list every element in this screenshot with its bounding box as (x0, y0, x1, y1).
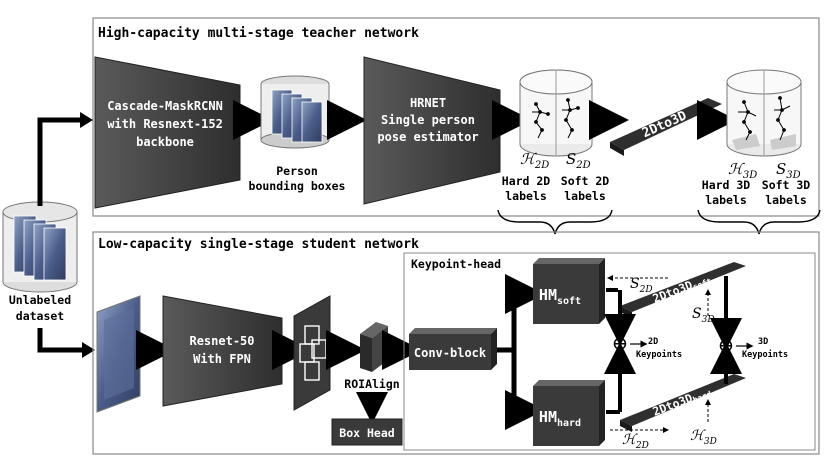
arrow-dataset-to-teacher-head (80, 112, 93, 128)
feature-pyramid-block (293, 295, 331, 411)
conv-block: Conv-block (409, 328, 497, 370)
student-title: Low-capacity single-stage student networ… (98, 237, 419, 252)
s2d-symbol: S2D (566, 150, 591, 171)
skeleton-soft-3d-icon (774, 96, 791, 141)
kp2d-label-1: 2D (648, 337, 658, 347)
kp2d-label-2: Keypoints (636, 349, 682, 360)
hard-3d-label-1: Hard 3D (702, 178, 751, 192)
skeleton-hard-3d-icon (738, 100, 757, 141)
student-h3d-symbol: ℋ3D (690, 428, 717, 447)
lifter-label: 2Dto3D (640, 108, 689, 141)
hm-hard-block: HMhard (533, 380, 605, 446)
dataset-label-2: dataset (16, 309, 65, 323)
keypoint-head-title: Keypoint-head (411, 257, 501, 271)
s3d-symbol: S3D (776, 160, 801, 181)
labels-2d-cylinder (519, 69, 593, 157)
teacher-title: High-capacity multi-stage teacher networ… (98, 26, 419, 41)
hrnet-block: HRNET Single person pose estimator (363, 56, 501, 205)
labels-3d-cylinder (726, 69, 802, 157)
hrnet-line-3: pose estimator (377, 130, 478, 144)
student-h2d-symbol: ℋ2D (622, 432, 649, 451)
teacher-panel (92, 17, 820, 217)
lifter-slab: 2Dto3D (610, 98, 722, 156)
box-head-block (331, 418, 403, 446)
plus-3d-icon: ⊕ (718, 333, 735, 357)
keypoint-head-panel (403, 252, 816, 451)
skeleton-hard-2d-icon (532, 102, 550, 139)
brace-3d-labels (697, 209, 821, 235)
roialign-block (360, 322, 388, 372)
person-boxes-stack (260, 75, 330, 149)
hard-3d-label-2: labels (705, 193, 747, 207)
soft-2d-label-1: Soft 2D (561, 174, 610, 188)
student-s2d-symbol: S2D (630, 276, 653, 295)
h2d-symbol: ℋ2D (520, 150, 549, 171)
soft-3d-label-2: labels (765, 193, 807, 207)
person-boxes-label-1: Person (276, 164, 318, 178)
hm-soft-label: HMsoft (539, 286, 581, 307)
skeleton-soft-2d-icon (562, 98, 580, 139)
hm-soft-block: HMsoft (533, 258, 605, 324)
brace-2d-labels (497, 209, 613, 235)
student-s3d-symbol: S3D (692, 306, 715, 325)
backbone-line-1: Resnet-50 (189, 334, 254, 348)
hrnet-line-1: HRNET (410, 96, 446, 110)
conv-block-label: Conv-block (414, 346, 487, 360)
plus-2d-icon: ⊕ (612, 331, 629, 355)
input-frame (96, 295, 141, 413)
h3d-symbol: ℋ3D (728, 160, 757, 181)
backbone-line-2: With FPN (193, 352, 251, 366)
roialign-label: ROIAlign (344, 377, 399, 391)
detector-line-3: backbone (136, 135, 194, 149)
arrow-dataset-to-student-line (37, 328, 84, 353)
soft-3d-label-1: Soft 3D (762, 178, 811, 192)
hard-2d-label-1: Hard 2D (502, 174, 551, 188)
person-boxes-label-2: bounding boxes (249, 179, 346, 193)
dataset-label-1: Unlabeled (9, 293, 71, 307)
arrow-dataset-to-teacher-line (37, 117, 82, 206)
arrow-dataset-to-student-head (82, 342, 95, 358)
detector-line-1: Cascade-MaskRCNN (107, 99, 223, 113)
kp3d-label-1: 3D (758, 337, 768, 347)
hard-2d-label-2: labels (505, 189, 547, 203)
student-panel (92, 231, 820, 455)
hm-hard-label: HMhard (539, 408, 581, 429)
kp3d-label-2: Keypoints (742, 349, 788, 360)
soft-2d-label-2: labels (564, 189, 606, 203)
unlabeled-dataset-cylinder (2, 201, 78, 293)
box-head-label: Box Head (339, 426, 394, 440)
detector-block: Cascade-MaskRCNN with Resnext-152 backbo… (94, 56, 241, 209)
hrnet-line-2: Single person (381, 113, 475, 127)
backbone-block: Resnet-50 With FPN (162, 295, 283, 407)
detector-line-2: with Resnext-152 (107, 117, 223, 131)
